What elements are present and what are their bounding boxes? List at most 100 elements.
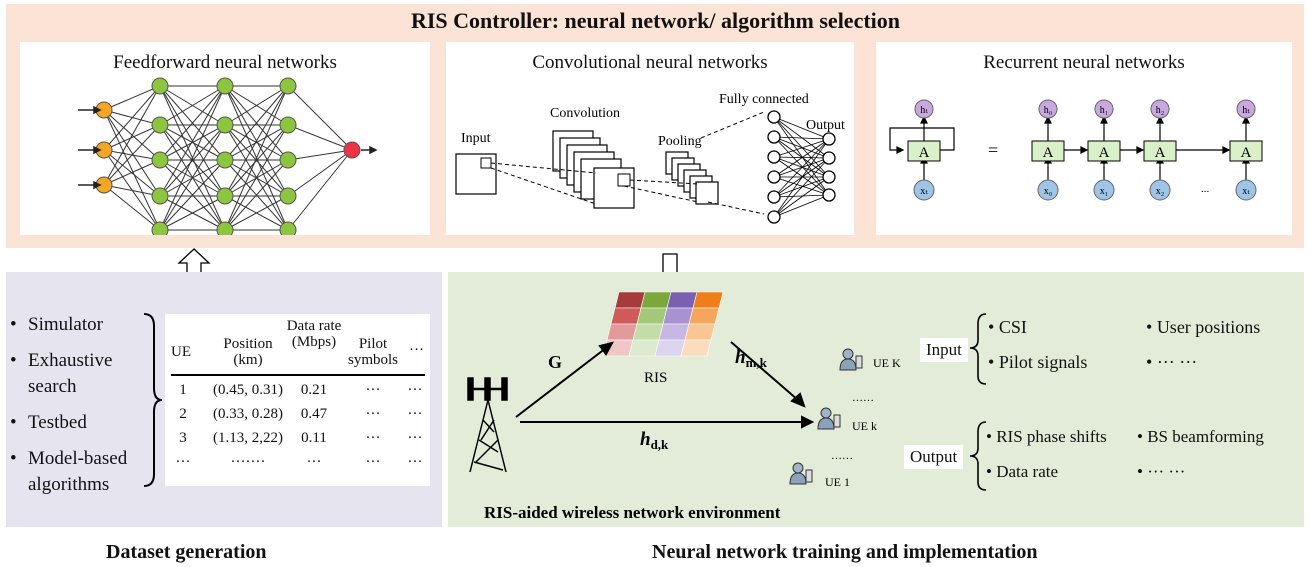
rnn-h-label-3: h₂ [1156,105,1165,116]
g-channel-label: G [548,352,562,372]
table-cell-3-0: ··· [175,454,191,470]
table-cell-0-4: ··· [407,382,423,398]
training-panel [448,272,1304,527]
rnn-x-label-2: x₁ [1100,186,1109,197]
cnn-output-label: Output [806,118,845,133]
table-cell-2-2: 0.11 [301,430,327,446]
input-label: Input [920,338,968,362]
ris-element-0-2 [666,291,698,309]
rnn-h-label-0: hₜ [920,105,928,116]
rnn-h-label-2: h₁ [1100,105,1109,116]
ris-element-2-3 [684,323,716,341]
h-mk-label: hm,k [735,347,768,370]
ris-element-1-3 [688,307,720,325]
fc-node-0 [767,110,781,124]
ffnn-node-1-3 [151,187,169,205]
base-station-icon [467,377,508,473]
rnn-x-label-0: xₜ [920,186,928,197]
brace-icon [143,313,163,487]
ffnn-node-3-1 [279,116,297,134]
ris-element-2-0 [606,323,638,341]
rnn-h-node-0 [914,99,934,119]
ffnn-node-2-3 [216,187,234,205]
ris-element-3-2 [654,339,686,357]
ue-icon-1 [817,407,841,430]
table-cell-3-4: ··· [407,454,423,470]
ffnn-title: Feedforward neural networks [113,52,337,73]
ffnn-node-3-2 [279,151,297,169]
col-header-ue: UE [171,344,191,360]
rnn-cell-0 [907,140,941,162]
table-cell-1-0: 2 [179,406,187,422]
rnn-cell-3 [1143,140,1177,162]
table-cell-3-1: ······· [230,454,266,470]
rnn-x-label-4: xₜ [1242,186,1250,197]
ris-element-0-3 [692,291,724,309]
rnn-cell-label-4: A [1241,145,1252,161]
rnn-equals: = [988,140,998,160]
output-item-beamforming: BS beamforming [1137,427,1264,447]
input-item-more: ··· ··· [1146,352,1197,373]
source-simulator: Simulator [10,312,158,338]
cnn-pooling-label: Pooling [658,134,702,149]
ffnn-node-2-0 [216,77,234,95]
ffnn-node-2-4 [216,221,234,235]
fc-node-3 [767,170,781,184]
ris-element-0-0 [614,291,646,309]
rnn-cell-1 [1031,140,1065,162]
table-cell-0-0: 1 [179,382,187,398]
ffnn-node-1-1 [151,116,169,134]
cnn-convolution-label: Convolution [550,106,620,121]
input-item-pilot-signals: Pilot signals [988,352,1088,373]
rnn-x-node-0 [913,179,935,201]
output-node-0 [822,132,836,146]
input-brace-icon [969,313,987,385]
ffnn-node-2-1 [216,116,234,134]
cnn-input-label: Input [461,131,491,146]
input-item-csi: CSI [988,317,1027,338]
col-header-more: ··· [409,342,424,358]
cnn-diagram: Input Convolution Pooling Fully connecte… [455,92,845,224]
ris-element-2-1 [632,323,664,341]
table-cell-0-3: ··· [365,382,381,398]
cnn-box: Convolutional neural networks Input Conv… [446,42,854,235]
cnn-title: Convolutional neural networks [532,52,768,73]
ris-element-2-2 [658,323,690,341]
ris-element-3-3 [680,339,712,357]
table-cell-1-1: (0.33, 0.28) [213,406,283,422]
dataset-sources: Simulator Exhaustive search Testbed Mode… [10,312,158,508]
rnn-x-node-2 [1093,179,1115,201]
ue-icon-2 [789,462,813,485]
table-cell-1-4: ··· [407,406,423,422]
input-item-user-positions: User positions [1146,317,1261,338]
ffnn-node-1-0 [151,77,169,95]
output-brace-icon [969,421,987,491]
source-testbed: Testbed [10,410,158,436]
rnn-cell-2 [1087,140,1121,162]
ffnn-node-3-4 [279,221,297,235]
ris-element-0-1 [640,291,672,309]
cnn-pool-stack [665,151,719,205]
ue-1-label: UE 1 [825,475,850,489]
wireless-environment: RIS G hm,k hd,k UE K UE k UE 1 …… …… RIS… [467,291,987,522]
fc-node-1 [767,130,781,144]
ffnn-diagram [78,77,378,235]
dataset-table: UE Position (km) Data rate (Mbps) Pilot … [165,314,430,486]
table-header-rule [171,374,425,376]
ffnn-box: Feedforward neural networks [20,42,430,235]
cnn-conv-stack [552,130,635,209]
fc-node-4 [767,190,781,204]
rnn-h-node-1 [1038,99,1058,119]
table-cell-2-4: ··· [407,430,423,446]
env-label: RIS-aided wireless network environment [484,503,781,522]
rnn-cell-4 [1229,140,1263,162]
ue-dots-lower: …… [831,450,853,462]
ris-element-3-1 [628,339,660,357]
cnn-fully-connected-label: Fully connected [719,92,809,107]
rnn-h-node-4 [1236,99,1256,119]
rnn-h-node-3 [1150,99,1170,119]
rnn-x-label-1: x₀ [1044,186,1053,197]
fc-node-5 [767,210,781,224]
